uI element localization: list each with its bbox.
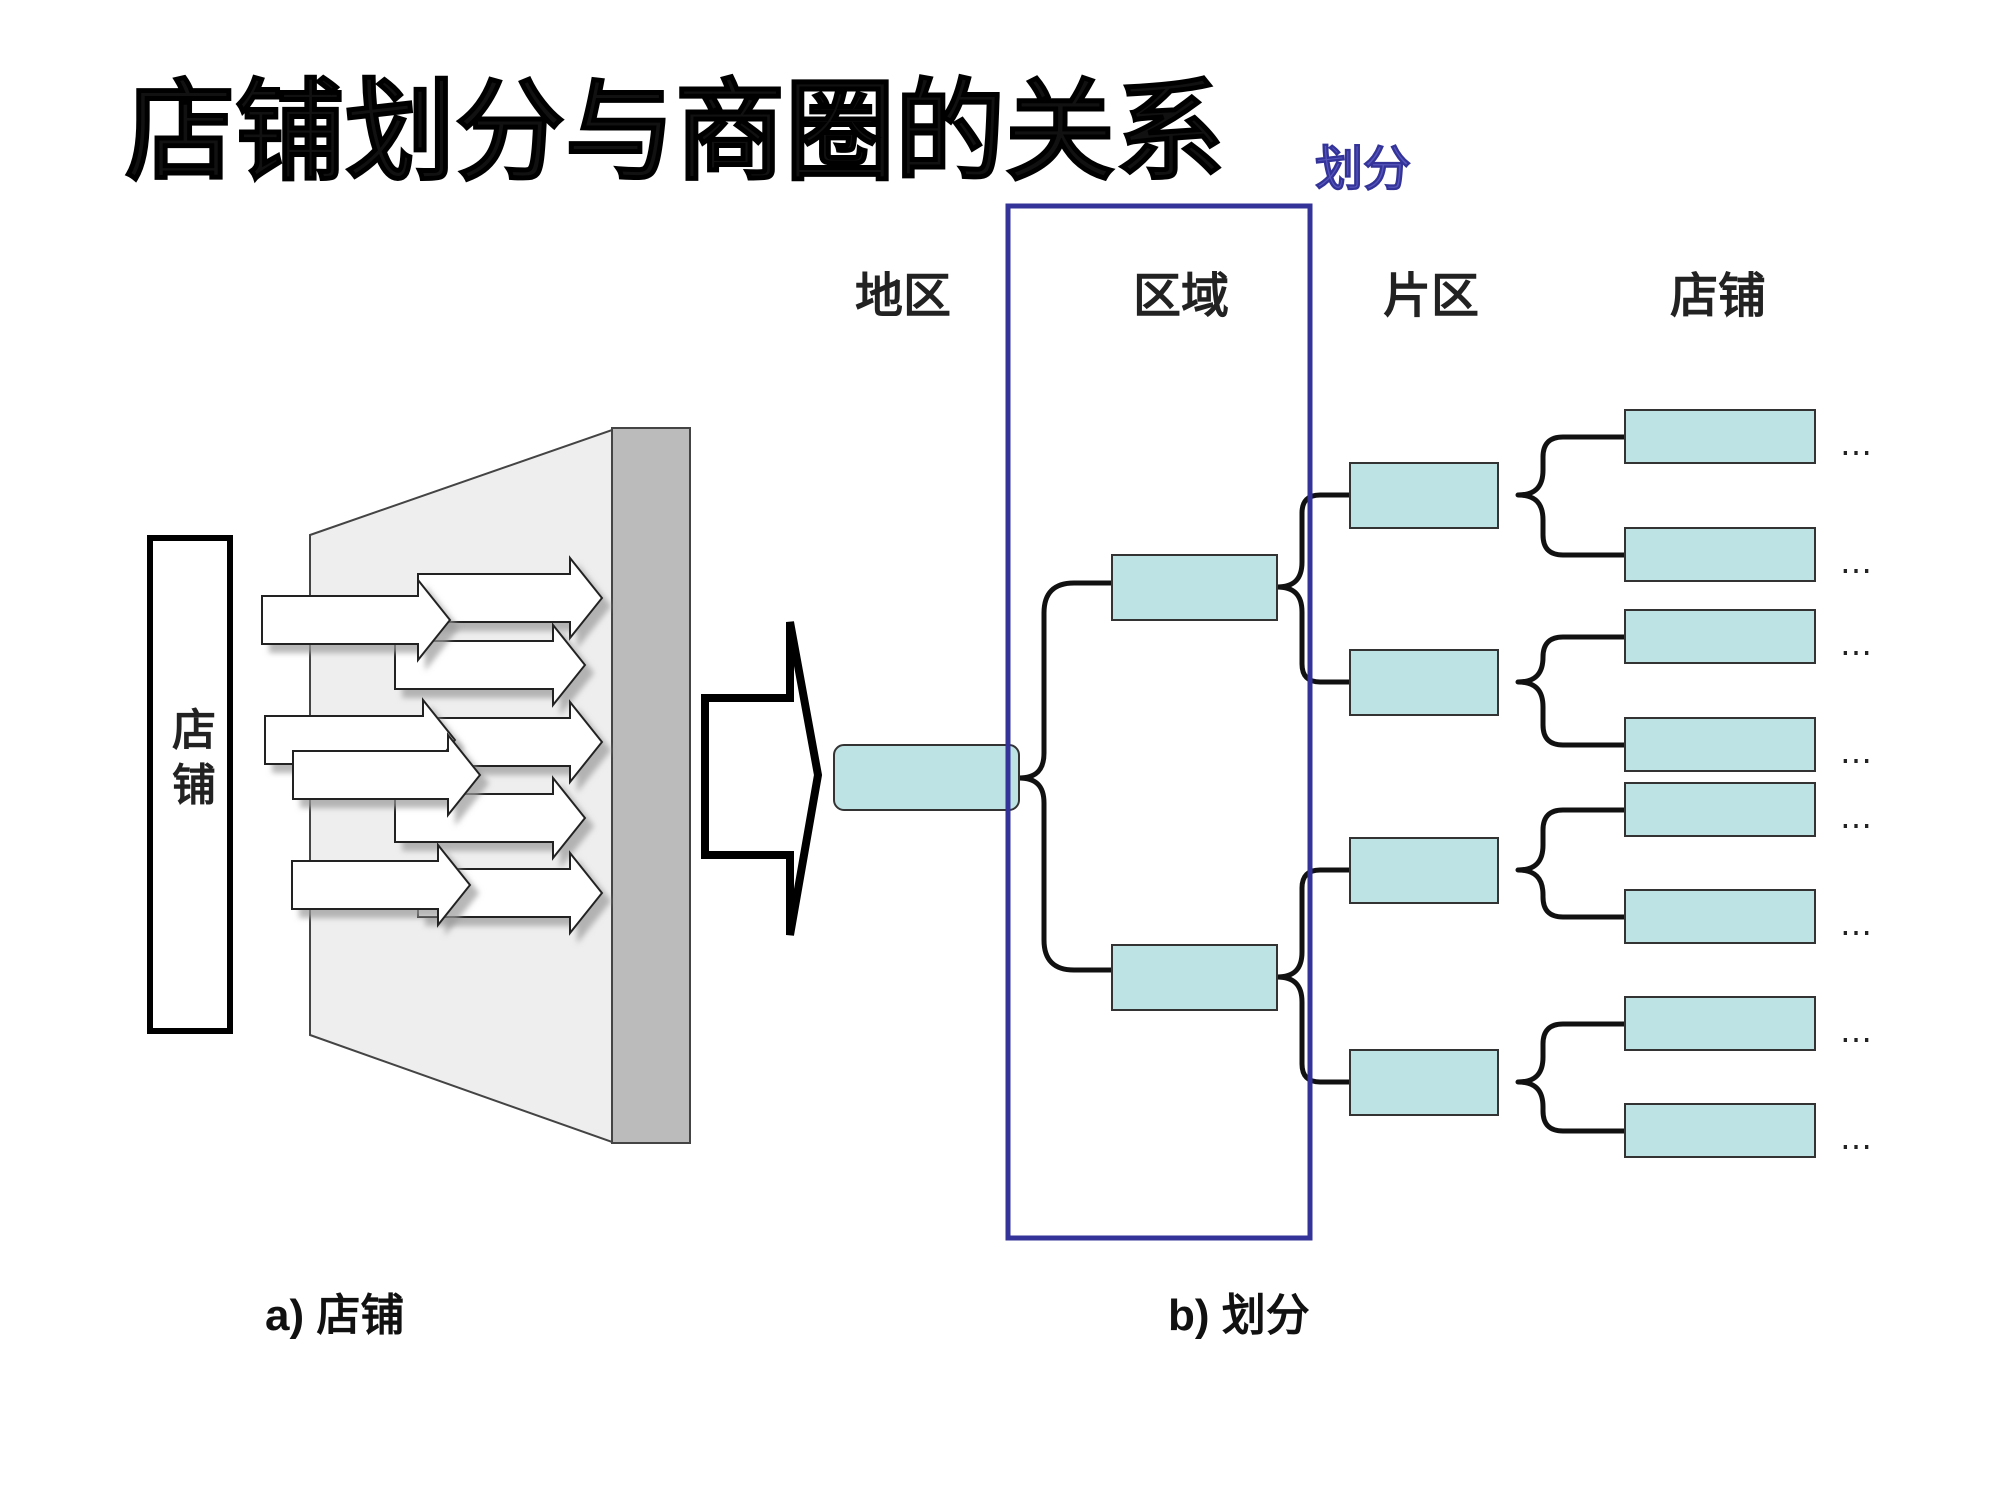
store-node: [1624, 717, 1816, 772]
tree-connectors: [1016, 434, 1628, 1134]
district-node: [1349, 462, 1499, 529]
store-node: [1624, 1103, 1816, 1158]
column-header-store: 店铺: [1670, 268, 1766, 324]
store-node: [1624, 609, 1816, 664]
transition-arrow: [701, 621, 823, 936]
tree-nodes: … … … … … … … …: [833, 409, 1872, 1158]
area-node: [1111, 944, 1278, 1011]
highlight-label: 划分: [1315, 141, 1411, 197]
region-node: [833, 744, 1020, 811]
tree-brace: [1274, 492, 1353, 685]
area-highlight-frame: [1005, 203, 1313, 1241]
district-node: [1349, 649, 1499, 716]
tree-brace: [1515, 1021, 1628, 1134]
store-ellipsis: …: [1840, 1119, 1872, 1157]
tree-brace: [1515, 634, 1628, 748]
tree-brace: [1016, 580, 1115, 973]
flow-arrow: [394, 622, 587, 708]
flow-arrow: [261, 577, 452, 663]
district-node: [1349, 837, 1499, 904]
tree-brace: [1515, 434, 1628, 558]
store-ellipsis: …: [1840, 543, 1872, 581]
flow-arrow: [292, 732, 482, 818]
area-node: [1111, 554, 1278, 621]
store-ellipsis: …: [1840, 733, 1872, 771]
barrier-wall: [611, 427, 691, 1144]
store-node: [1624, 996, 1816, 1051]
store-label-char-1: 店: [172, 705, 216, 756]
store-ellipsis: …: [1840, 625, 1872, 663]
store-ellipsis: …: [1840, 425, 1872, 463]
store-ellipsis: …: [1840, 1012, 1872, 1050]
flow-arrow: [291, 842, 472, 928]
store-node: [1624, 527, 1816, 582]
column-header-district: 片区: [1383, 268, 1479, 324]
store-ellipsis: …: [1840, 905, 1872, 943]
store-node: [1624, 409, 1816, 464]
column-header-area: 区域: [1133, 268, 1229, 324]
store-ellipsis: …: [1840, 798, 1872, 836]
store-node: [1624, 889, 1816, 944]
tree-brace: [1274, 867, 1353, 1085]
tree-brace: [1515, 807, 1628, 920]
district-node: [1349, 1049, 1499, 1116]
column-header-region: 地区: [855, 268, 951, 324]
store-node: [1624, 782, 1816, 837]
page-title: 店铺划分与商圈的关系: [125, 68, 1225, 196]
customer-flow-arrows: [261, 555, 604, 936]
caption-a: a) 店铺: [265, 1291, 404, 1340]
store-label-box: [147, 535, 233, 1034]
caption-b: b) 划分: [1168, 1291, 1310, 1340]
store-label-char-2: 铺: [172, 760, 216, 811]
